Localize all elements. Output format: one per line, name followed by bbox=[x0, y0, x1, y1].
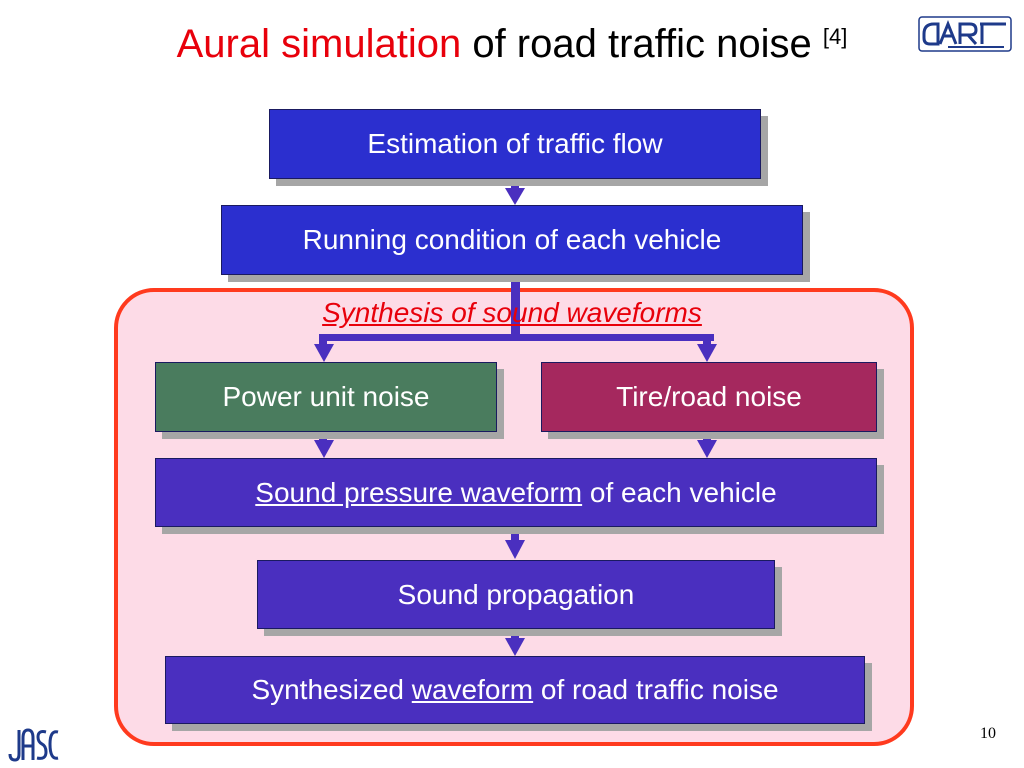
box-traffic-flow-text: Estimation of traffic flow bbox=[367, 128, 663, 159]
box-sound-pressure-rest: of each vehicle bbox=[582, 476, 777, 508]
title-reference: [4] bbox=[822, 24, 848, 49]
slide-title: Aural simulation of road traffic noise [… bbox=[0, 22, 1024, 67]
box-traffic-flow: Estimation of traffic flow bbox=[269, 109, 761, 179]
title-rest: of road traffic noise bbox=[461, 22, 823, 66]
arrow-power-to-pressure bbox=[314, 440, 334, 458]
box-sound-pressure: Sound pressure waveform of each vehicle bbox=[155, 458, 877, 527]
box-tire-road-text: Tire/road noise bbox=[616, 381, 802, 412]
arrow-traffic-to-running bbox=[505, 188, 525, 205]
box-sound-propagation: Sound propagation bbox=[257, 560, 775, 629]
box-power-unit-noise: Power unit noise bbox=[155, 362, 497, 432]
title-highlight: Aural simulation bbox=[176, 22, 462, 66]
jari-logo bbox=[918, 16, 1012, 52]
box-synth-prefix: Synthesized bbox=[251, 674, 412, 705]
arrow-propagation-to-synthesized bbox=[505, 638, 525, 656]
box-sound-propagation-text: Sound propagation bbox=[397, 578, 635, 610]
box-sound-pressure-underlined: Sound pressure waveform bbox=[255, 476, 583, 508]
arrow-to-tire-road bbox=[697, 344, 717, 362]
box-power-unit-text: Power unit noise bbox=[222, 381, 430, 412]
box-synthesized-waveform: Synthesized waveform of road traffic noi… bbox=[165, 656, 865, 724]
arrow-to-power-unit bbox=[314, 344, 334, 362]
synthesis-label: Synthesis of sound waveforms bbox=[322, 297, 702, 328]
box-running-condition: Running condition of each vehicle bbox=[221, 205, 803, 275]
box-synth-rest: of road traffic noise bbox=[533, 674, 779, 705]
arrow-pressure-to-propagation bbox=[505, 540, 525, 559]
box-synth-underlined: waveform bbox=[411, 674, 534, 705]
box-tire-road-noise: Tire/road noise bbox=[541, 362, 877, 432]
box-running-condition-text: Running condition of each vehicle bbox=[302, 224, 722, 255]
arrow-tire-to-pressure bbox=[697, 440, 717, 458]
slide-number: 10 bbox=[980, 725, 996, 742]
jasic-logo bbox=[8, 728, 59, 762]
